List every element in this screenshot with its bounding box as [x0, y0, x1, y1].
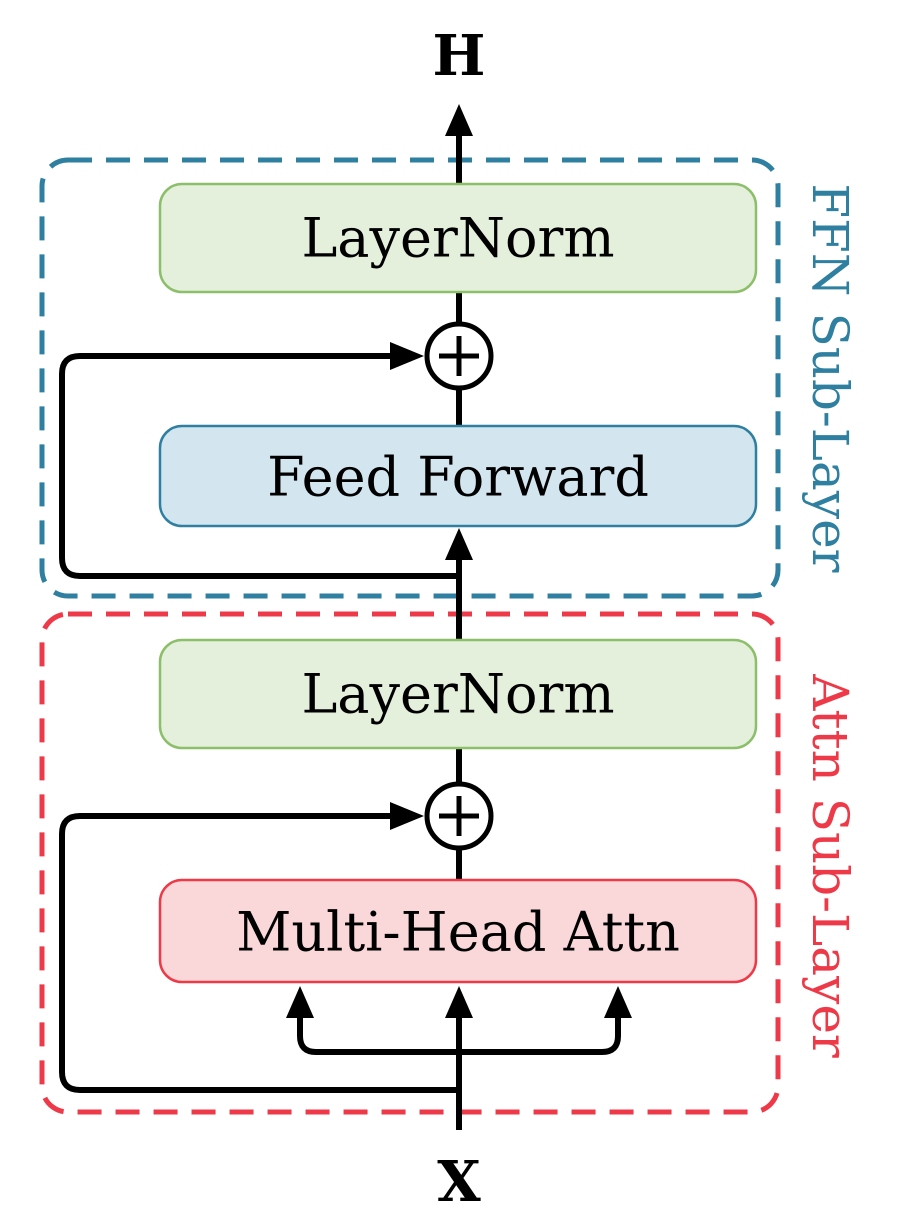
ffn-residual-path	[59, 353, 459, 579]
attn-input-arrow-right-icon	[604, 986, 632, 1018]
attn-sublayer-group	[39, 611, 781, 1115]
attn-residual-path	[59, 813, 459, 1093]
attn-layernorm-label: LayerNorm	[301, 663, 614, 726]
attn-input-arrow-center-icon	[445, 986, 473, 1018]
ffn-input-arrow-icon	[445, 528, 473, 560]
multi-head-attn-label: Multi-Head Attn	[236, 901, 680, 964]
ffn-layernorm-label: LayerNorm	[301, 207, 614, 270]
ffn-residual-arrow-icon	[390, 342, 424, 370]
attn-input-arrow-left-icon	[286, 986, 314, 1018]
ffn-add-icon	[424, 321, 494, 391]
ffn-sublayer-label: FFN Sub-Layer	[801, 183, 859, 572]
output-arrow-icon	[445, 104, 473, 136]
ffn-layernorm-box	[158, 182, 758, 294]
attn-residual-arrow-icon	[390, 802, 424, 830]
attn-add-icon	[424, 781, 494, 851]
attn-layernorm-box	[158, 638, 758, 750]
output-label: H	[433, 23, 486, 89]
feed-forward-box	[158, 424, 758, 528]
feed-forward-label: Feed Forward	[267, 446, 649, 509]
attn-sublayer-label: Attn Sub-Layer	[801, 673, 859, 1058]
ffn-sublayer-group	[39, 157, 781, 599]
attn-qkv-branch	[297, 1018, 621, 1055]
multi-head-attn-box	[158, 878, 758, 984]
input-label: X	[437, 1149, 481, 1215]
